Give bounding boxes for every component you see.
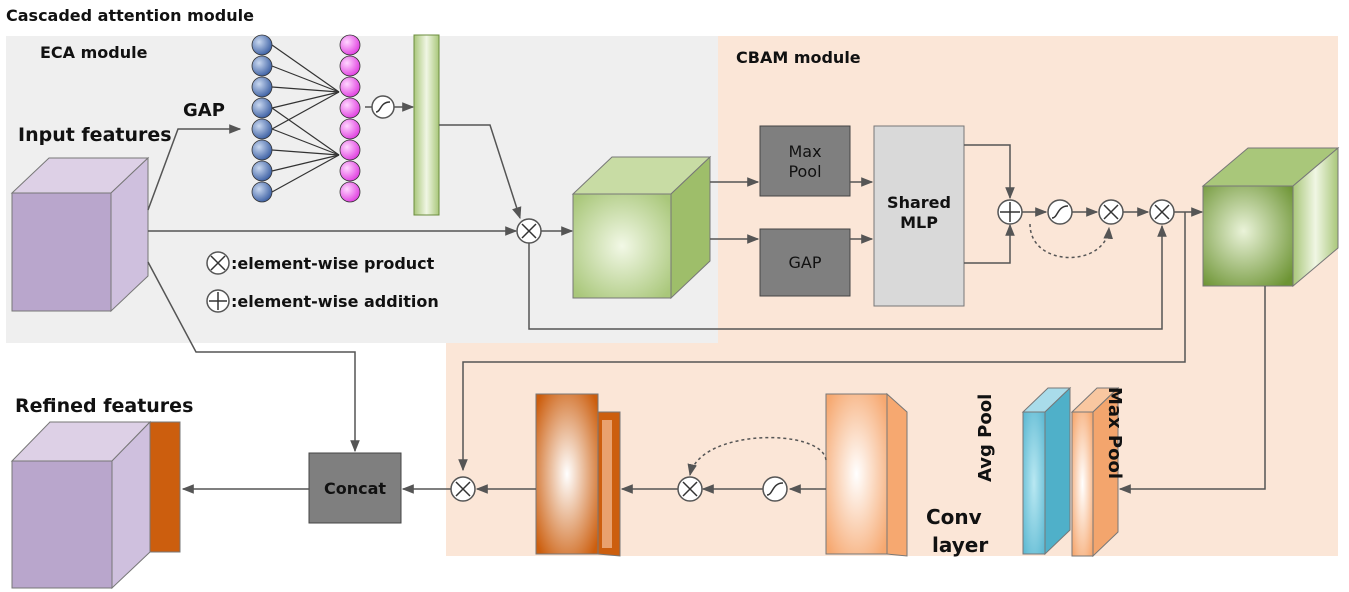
cbam-channel-output-cube <box>1201 146 1340 288</box>
eca-output-cube <box>571 155 712 300</box>
refined-features-label: Refined features <box>15 395 193 417</box>
input-neuron <box>251 34 273 56</box>
add-icon <box>206 289 230 313</box>
input-features-cube <box>10 156 150 313</box>
eca-gap-label: GAP <box>183 100 225 121</box>
spatial-attention-map <box>825 392 908 557</box>
arrow-input-to-gap <box>147 124 242 211</box>
neuron-link <box>271 149 340 156</box>
dashed-skip-arrow-spatial <box>687 436 827 477</box>
output-neuron <box>339 160 361 182</box>
maxpool-box <box>759 125 851 197</box>
dashed-skip-arrow-cbam <box>1029 223 1113 259</box>
eca-label: ECA module <box>40 43 148 62</box>
arrow-input-to-concat <box>147 261 360 453</box>
multiply-icon <box>206 251 230 275</box>
multiply-icon <box>450 476 476 502</box>
channel-weight-bar <box>413 34 440 216</box>
cbam-gap-label: GAP <box>789 253 822 272</box>
input-neuron <box>251 118 273 140</box>
mlp-label-2: MLP <box>900 213 938 232</box>
add-icon <box>997 199 1023 225</box>
refined-features-cube <box>10 420 181 590</box>
input-neuron <box>251 139 273 161</box>
output-neuron <box>339 139 361 161</box>
neuron-link <box>271 107 340 156</box>
sigmoid-icon <box>762 476 788 502</box>
neuron-link <box>271 128 340 156</box>
neuron-link <box>271 91 340 130</box>
output-neuron <box>339 118 361 140</box>
input-neuron <box>251 160 273 182</box>
arrow-residual-to-product <box>528 224 1167 330</box>
multiply-icon <box>1098 199 1124 225</box>
arrow-cube-to-pools <box>1118 286 1266 494</box>
cbam-gap-box <box>759 228 851 297</box>
neuron-link <box>271 154 340 172</box>
maxpool-label-1: Max <box>788 142 821 161</box>
arrow-mlp-top-to-add <box>964 144 1015 200</box>
input-neuron <box>251 181 273 203</box>
output-neuron <box>339 55 361 77</box>
output-neuron <box>339 34 361 56</box>
concat-box <box>308 452 402 524</box>
multiply-icon <box>516 218 542 244</box>
avg-pool-label: Avg Pool <box>975 394 996 482</box>
input-features-label: Input features <box>18 124 172 146</box>
input-neuron <box>251 76 273 98</box>
multiply-icon <box>677 476 703 502</box>
output-neuron <box>339 76 361 98</box>
mlp-label-1: Shared <box>887 193 951 212</box>
maxpool-feature-map <box>1070 386 1120 558</box>
neuron-layers <box>251 34 361 203</box>
concat-label: Concat <box>324 479 386 498</box>
neuron-link <box>271 86 340 93</box>
arrow-cube-to-final-product <box>458 212 1186 472</box>
shared-mlp-box <box>873 125 965 307</box>
conv-label-1: Conv <box>926 505 982 529</box>
output-neuron <box>339 181 361 203</box>
neuron-link <box>271 65 340 93</box>
cbam-label: CBAM module <box>736 48 861 67</box>
neuron-link <box>271 44 340 93</box>
spatial-output-map <box>535 393 621 557</box>
diagram-title: Cascaded attention module <box>6 6 254 25</box>
legend-addition-text: :element-wise addition <box>231 292 439 311</box>
neuron-link <box>271 91 340 109</box>
neuron-connections <box>271 44 340 193</box>
legend-product-text: :element-wise product <box>231 254 435 273</box>
sigmoid-icon <box>1047 199 1073 225</box>
avgpool-feature-map <box>1021 386 1072 556</box>
input-neuron <box>251 97 273 119</box>
neuron-link <box>271 154 340 193</box>
conv-label-2: layer <box>932 533 988 557</box>
arrow-mlp-bottom-to-add <box>964 223 1015 264</box>
max-pool-label: Max Pool <box>1104 387 1125 479</box>
output-neuron <box>339 97 361 119</box>
arrow-bar-to-product <box>439 124 522 220</box>
maxpool-label-2: Pool <box>788 162 821 181</box>
input-neuron <box>251 55 273 77</box>
sigmoid-icon <box>371 95 395 119</box>
multiply-icon <box>1149 199 1175 225</box>
